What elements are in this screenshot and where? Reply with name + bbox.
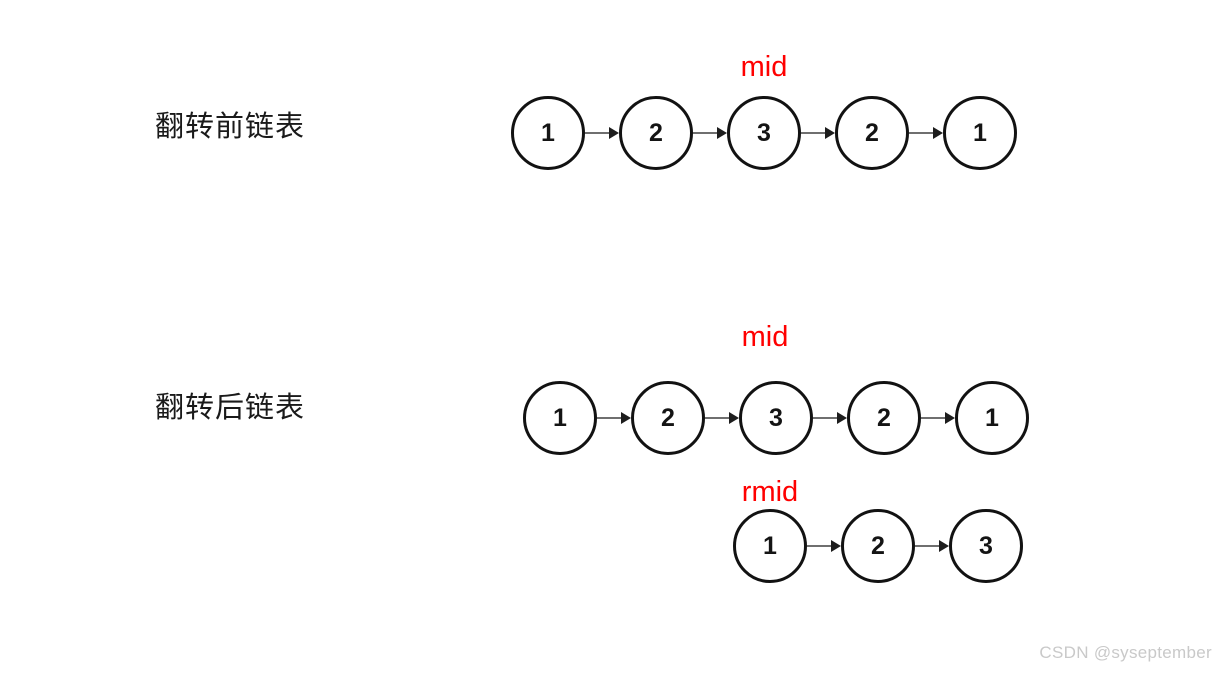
pointer-label-mid-after: mid bbox=[741, 321, 789, 353]
arrow-shaft bbox=[597, 417, 623, 419]
arrow-shaft bbox=[915, 545, 941, 547]
arrow-head bbox=[621, 412, 631, 424]
node-value: 2 bbox=[661, 403, 675, 432]
node-value: 3 bbox=[757, 118, 771, 147]
linked-list-reversed-half: 1 2 3 bbox=[733, 509, 1023, 583]
linked-list-before-reverse: 1 2 3 2 1 bbox=[511, 96, 1017, 170]
linked-list-after-reverse: 1 2 3 2 1 bbox=[523, 381, 1029, 455]
list-node[interactable]: 1 bbox=[511, 96, 585, 170]
node-value: 3 bbox=[769, 403, 783, 432]
arrow-head bbox=[717, 127, 727, 139]
arrow-icon bbox=[807, 539, 841, 553]
arrow-icon bbox=[585, 126, 619, 140]
arrow-shaft bbox=[693, 132, 719, 134]
arrow-head bbox=[933, 127, 943, 139]
node-value: 1 bbox=[541, 118, 555, 147]
list-node[interactable]: 2 bbox=[841, 509, 915, 583]
arrow-icon bbox=[813, 411, 847, 425]
arrow-shaft bbox=[807, 545, 833, 547]
list-node[interactable]: 1 bbox=[955, 381, 1029, 455]
list-node[interactable]: 2 bbox=[631, 381, 705, 455]
list-node[interactable]: 1 bbox=[943, 96, 1017, 170]
node-value: 2 bbox=[877, 403, 891, 432]
node-value: 1 bbox=[553, 403, 567, 432]
arrow-head bbox=[831, 540, 841, 552]
list-node-rmid[interactable]: 1 bbox=[733, 509, 807, 583]
arrow-head bbox=[939, 540, 949, 552]
arrow-icon bbox=[693, 126, 727, 140]
arrow-icon bbox=[921, 411, 955, 425]
node-value: 2 bbox=[865, 118, 879, 147]
node-value: 2 bbox=[649, 118, 663, 147]
arrow-icon bbox=[915, 539, 949, 553]
list-node[interactable]: 2 bbox=[835, 96, 909, 170]
node-value: 1 bbox=[973, 118, 987, 147]
arrow-shaft bbox=[705, 417, 731, 419]
arrow-icon bbox=[909, 126, 943, 140]
pointer-label-rmid: rmid bbox=[741, 476, 799, 508]
arrow-head bbox=[729, 412, 739, 424]
watermark: CSDN @syseptember bbox=[1039, 643, 1212, 662]
list-node[interactable]: 3 bbox=[949, 509, 1023, 583]
list-node-mid[interactable]: 3 bbox=[727, 96, 801, 170]
arrow-shaft bbox=[909, 132, 935, 134]
arrow-head bbox=[825, 127, 835, 139]
row-label-after-reverse: 翻转后链表 bbox=[155, 390, 306, 424]
node-value: 2 bbox=[871, 531, 885, 560]
arrow-icon bbox=[801, 126, 835, 140]
arrow-shaft bbox=[801, 132, 827, 134]
list-node-mid[interactable]: 3 bbox=[739, 381, 813, 455]
arrow-shaft bbox=[585, 132, 611, 134]
arrow-head bbox=[837, 412, 847, 424]
list-node[interactable]: 2 bbox=[847, 381, 921, 455]
arrow-head bbox=[609, 127, 619, 139]
node-value: 1 bbox=[763, 531, 777, 560]
arrow-shaft bbox=[921, 417, 947, 419]
arrow-icon bbox=[705, 411, 739, 425]
arrow-icon bbox=[597, 411, 631, 425]
arrow-head bbox=[945, 412, 955, 424]
row-label-before-reverse: 翻转前链表 bbox=[155, 109, 306, 143]
arrow-shaft bbox=[813, 417, 839, 419]
pointer-label-mid-before: mid bbox=[740, 51, 788, 83]
node-value: 1 bbox=[985, 403, 999, 432]
node-value: 3 bbox=[979, 531, 993, 560]
list-node[interactable]: 2 bbox=[619, 96, 693, 170]
list-node[interactable]: 1 bbox=[523, 381, 597, 455]
